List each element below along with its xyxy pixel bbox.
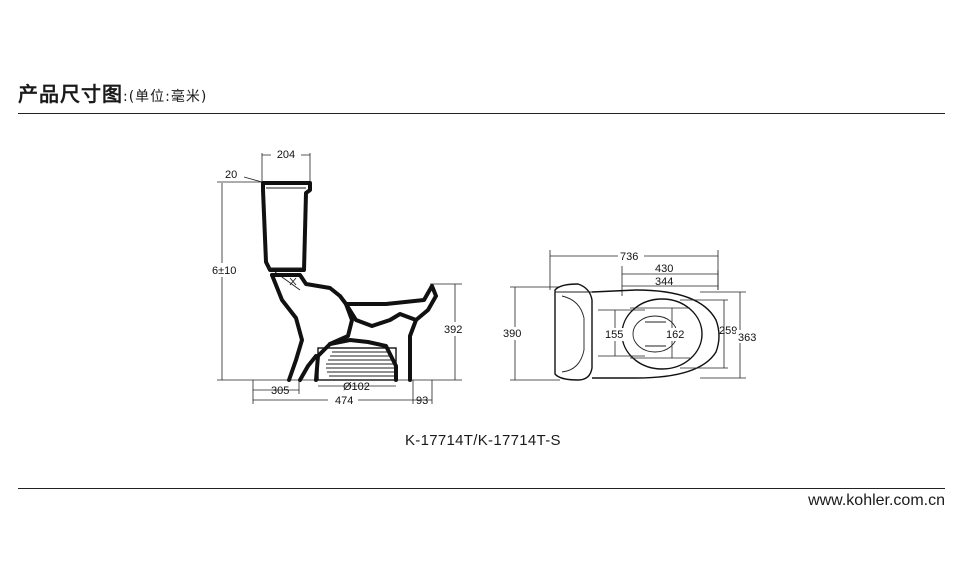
dim-total-length: 736 [620, 251, 638, 263]
website-link[interactable]: www.kohler.com.cn [808, 492, 945, 509]
dim-width-left: 390 [503, 328, 521, 340]
model-number: K-17714T/K-17714T-S [405, 432, 561, 449]
dim-lid-offset: 20 [225, 169, 237, 181]
dim-front-offset: 93 [416, 395, 428, 407]
unit-note: :(单位:毫米) [123, 89, 208, 105]
dim-inner-length: 344 [655, 276, 673, 288]
dim-bowl-width-a: 259 [719, 325, 737, 337]
dim-outlet-diameter: Ø102 [343, 381, 370, 393]
side-view: 204 20 6±10 [196, 147, 466, 407]
top-view: 736 430 344 390 155 [500, 250, 760, 381]
dim-total-height: 6±10 [212, 265, 236, 277]
dim-inner-width-a: 155 [605, 329, 623, 341]
dim-base-length: 474 [335, 395, 353, 407]
dim-inner-width-b: 162 [666, 329, 684, 341]
dim-bowl-width-b: 363 [738, 332, 756, 344]
title-main: 产品尺寸图 [18, 82, 123, 106]
dim-bowl-height: 392 [444, 324, 462, 336]
dim-tank-depth: 204 [277, 149, 295, 161]
top-divider [18, 113, 945, 114]
dim-rough-in: 305 [271, 385, 289, 397]
bottom-divider [18, 488, 945, 489]
page-title: 产品尺寸图:(单位:毫米) [18, 78, 207, 107]
dim-seat-length: 430 [655, 263, 673, 275]
